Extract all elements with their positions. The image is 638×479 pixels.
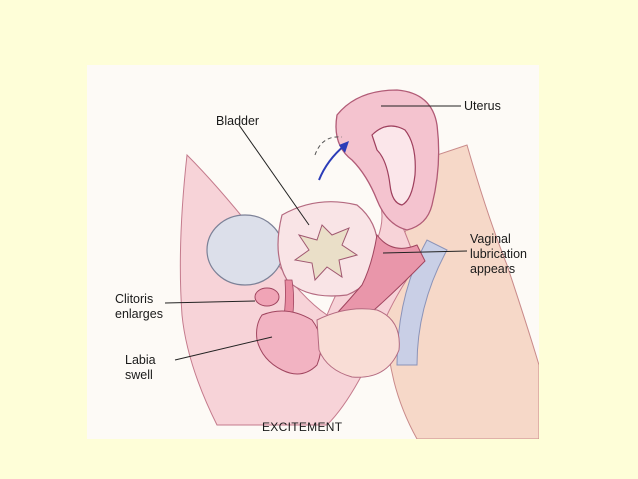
label-vaginal-lubrication: Vaginal lubrication appears — [470, 232, 540, 277]
movement-arrow-head — [339, 141, 349, 153]
leader-bladder — [238, 124, 310, 226]
label-bladder: Bladder — [216, 114, 260, 128]
rectum-band — [396, 239, 448, 366]
leader-vaginal — [382, 250, 468, 254]
leader-clitoris — [164, 300, 256, 304]
label-uterus: Uterus — [464, 99, 501, 113]
label-vaginal-line3: appears — [470, 262, 516, 276]
figure-caption: EXCITEMENT — [262, 420, 343, 434]
pubic-bone — [206, 214, 284, 286]
label-vaginal-line2: lubrication — [470, 247, 527, 261]
leader-labia — [174, 336, 273, 361]
label-clitoris-line1: Clitoris — [115, 292, 154, 306]
perineum — [316, 308, 400, 378]
label-clitoris-line2: enlarges — [115, 307, 163, 321]
anatomy-drawing — [164, 89, 539, 439]
labia — [256, 310, 322, 375]
label-labia-line1: Labia — [125, 353, 156, 367]
label-vaginal-line1: Vaginal — [470, 232, 511, 246]
label-clitoris-enlarges: Clitoris enlarges — [115, 292, 175, 322]
uterus-cavity — [371, 125, 416, 206]
bladder-lumen — [293, 224, 359, 282]
label-labia-swell: Labia swell — [125, 353, 175, 383]
uterus-original-outline — [314, 136, 343, 156]
anatomy-illustration — [87, 65, 539, 439]
label-labia-line2: swell — [125, 368, 153, 382]
clitoris — [254, 287, 280, 307]
movement-arrow — [318, 144, 346, 181]
